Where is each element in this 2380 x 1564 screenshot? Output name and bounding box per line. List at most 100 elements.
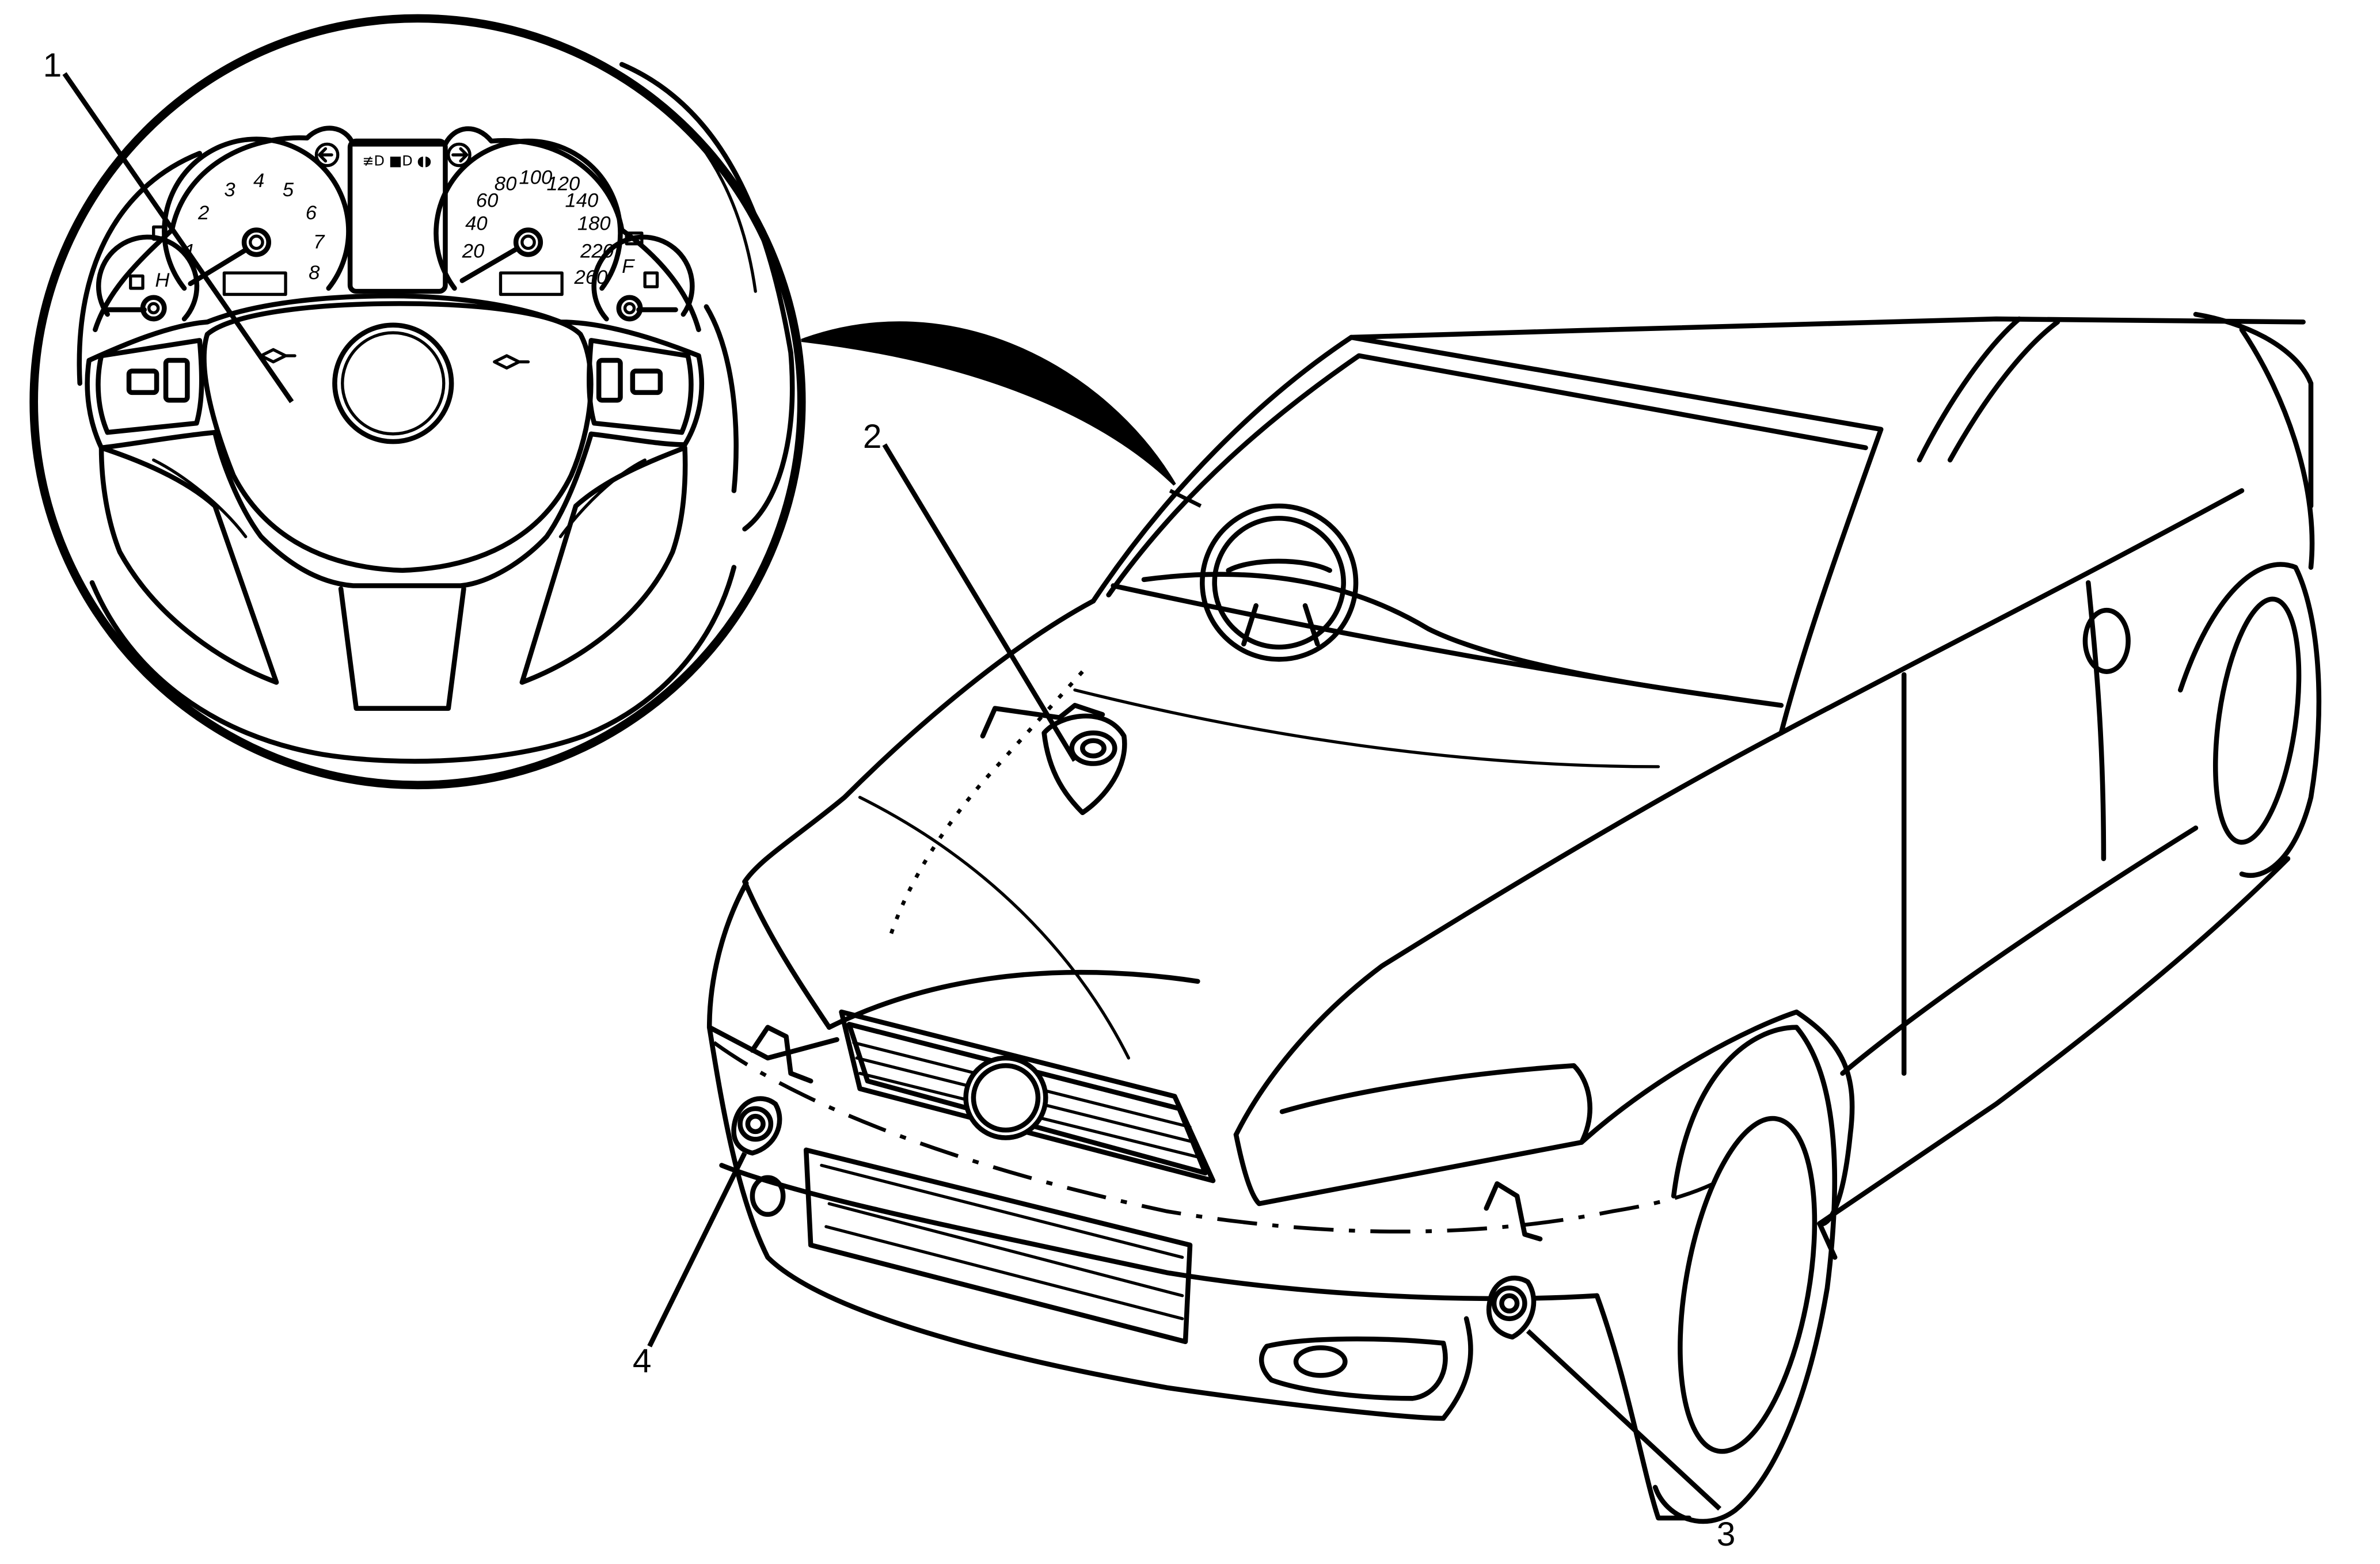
left-headlamp: [706, 881, 839, 1061]
right-headlamp: [1233, 1063, 1592, 1207]
cowl-line: [1111, 583, 1784, 708]
wheel-rim-bottom: [89, 565, 737, 764]
vehicle-outline: [706, 311, 2322, 1524]
front-wheel: [1678, 1116, 1818, 1454]
hood-crease-left: [858, 796, 1130, 1060]
wheel-rim-right: [704, 304, 739, 493]
right-spoke-button-2: [596, 357, 623, 403]
callout-number-4: 4: [633, 1342, 652, 1380]
right-front-fender: [1579, 1009, 1855, 1227]
dash-shroud-inner: [643, 90, 757, 293]
steering-wheel-through-windshield: [1200, 503, 1359, 662]
windshield-frame: [1090, 334, 1884, 736]
left-horn-face-inner: [745, 1113, 766, 1135]
callout-number-2: 2: [863, 418, 882, 455]
callout-4-leader: [647, 1152, 747, 1348]
speedo-tick-40: 40: [465, 213, 488, 235]
rear-wheel: [2212, 596, 2302, 845]
horn-symbol-icon-left: [259, 348, 296, 364]
tach-tick-3: 3: [224, 179, 235, 201]
speedo-tick-140: 140: [565, 190, 598, 212]
door-lower-line: [1840, 825, 2199, 1076]
horn-symbol-icon-right: [493, 354, 530, 370]
fuel-door: [2082, 607, 2131, 674]
speedo-tick-260: 260: [573, 267, 607, 288]
front-bumper-lower: [706, 1025, 1473, 1421]
tach-tick-8: 8: [309, 262, 320, 284]
lower-grille-bars: [820, 1163, 1184, 1321]
steering-wheel-through-windshield-inner: [1212, 516, 1346, 650]
speedo-tick-20: 20: [462, 241, 485, 262]
hood-dotted-line: [888, 670, 1084, 936]
hood-front-edge: [826, 969, 1200, 1030]
warning-icon-left: [152, 225, 168, 241]
steering-wheel-spokes-through-windshield: [1226, 558, 1332, 647]
rear-tire: [2178, 562, 2322, 878]
inset-pointer-arrow: [801, 321, 1176, 486]
grille-emblem: [963, 1055, 1048, 1140]
callout-2-leader: [882, 443, 1077, 762]
spoke-detail-right: [558, 458, 647, 538]
speedo-tick-100: 100: [519, 167, 552, 189]
right-spoke-switch-panel: [587, 338, 694, 435]
right-lower-spoke: [519, 445, 688, 685]
horn-face: [1069, 730, 1117, 766]
left-spoke-switch-panel: [96, 338, 204, 435]
horn-pad-airbag-cover: [201, 301, 594, 573]
speedo-tick-120: 120: [546, 173, 580, 195]
callout-number-1: 1: [43, 47, 62, 84]
wheel-rim-left: [77, 151, 202, 386]
roof-pillar-b: [1917, 316, 2022, 463]
left-horn-face: [737, 1106, 774, 1142]
bumper-cover-dashed-line: [713, 1041, 1721, 1234]
steering-wheel-inset: ≢D ■D ◖◗ 1 2 3 4 5 6 7 8: [29, 14, 806, 790]
left-turn-indicator-icon: [314, 142, 340, 168]
right-horn-bracket: [1484, 1181, 1543, 1242]
speedo-tick-180: 180: [577, 213, 611, 235]
speedometer-gauge: 20 40 60 80 100 120 140 180 220 260: [434, 138, 623, 296]
upper-grille-inner: [846, 1022, 1208, 1176]
callout-number-3: 3: [1717, 1516, 1736, 1553]
rocker-line: [1817, 856, 2291, 1226]
windshield-dash-line: [1169, 489, 1202, 508]
right-fog-lamp: [1293, 1345, 1348, 1378]
left-lower-spoke: [98, 445, 279, 685]
dash-shroud-outline: [619, 62, 795, 532]
bumper-beltline: [719, 1163, 1600, 1302]
right-turn-indicator-icon: [447, 142, 472, 168]
center-info-display: [347, 138, 448, 294]
spoke-detail-left: [152, 458, 248, 538]
fuel-pump-icon: [643, 271, 659, 288]
temp-icon: [129, 274, 145, 290]
rear-quarter: [2239, 327, 2315, 570]
roof-line: [1348, 316, 2306, 340]
inset-border-circle: [29, 14, 806, 790]
tach-tick-2: 2: [197, 202, 209, 224]
battery-icon: [625, 231, 644, 246]
dash-top-line: [1141, 572, 1730, 701]
right-arrow-icon: [451, 147, 469, 163]
callout-3-leader: [1526, 1329, 1722, 1511]
beltline-upper: [1778, 488, 2245, 736]
horn-mounting-bracket: [980, 703, 1105, 739]
upper-grille-outline: [839, 1009, 1216, 1184]
hood-left-edge: [742, 598, 1096, 884]
tach-tick-4: 4: [253, 170, 264, 192]
coolant-temp-gauge: H: [96, 234, 200, 322]
bottom-spoke: [338, 586, 466, 711]
front-tire: [1652, 1025, 1837, 1524]
horn-left-front: [731, 1025, 813, 1156]
windshield-inner: [1106, 353, 1868, 598]
horn-face-inner: [1080, 738, 1107, 759]
left-horn-bracket: [750, 1025, 813, 1084]
left-arrow-icon: [318, 147, 333, 163]
hood-right-edge: [1233, 730, 1784, 1137]
tach-tick-5: 5: [283, 179, 294, 201]
steering-wheel-emblem-inner: [341, 331, 446, 436]
right-horn-face-inner: [1499, 1293, 1520, 1314]
right-spoke-button-1: [630, 368, 663, 395]
hood-crease-rear: [1073, 688, 1660, 768]
lamp-indicator-icons: ≢D ■D ◖◗: [362, 153, 431, 169]
fuel-gauge-f-label: F: [622, 256, 635, 277]
steering-wheel-hub: [85, 293, 704, 588]
